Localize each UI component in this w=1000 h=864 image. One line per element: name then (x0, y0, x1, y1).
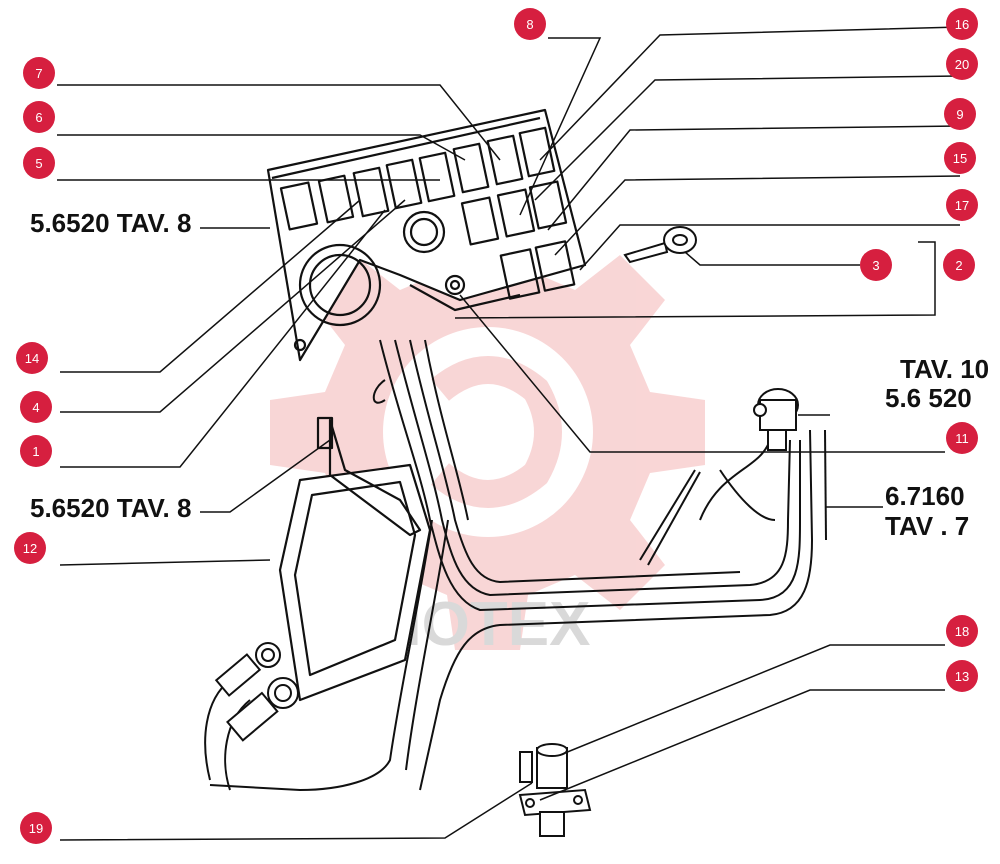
control-unit (278, 416, 432, 702)
reference-right-mid-2: TAV . 7 (885, 511, 969, 541)
callout-9-label: 9 (956, 107, 963, 122)
callout-1-label: 1 (32, 444, 39, 459)
callout-19-label: 19 (29, 821, 43, 836)
wiring-harness (204, 339, 827, 792)
callout-4-label: 4 (32, 400, 39, 415)
callout-3[interactable]: 3 (860, 249, 892, 281)
callout-12-label: 12 (23, 541, 37, 556)
callout-17-label: 17 (955, 198, 969, 213)
reference-top-left: 5.6520 TAV. 8 (30, 208, 191, 238)
callout-14-label: 14 (25, 351, 39, 366)
callout-20-label: 20 (955, 57, 969, 72)
callout-4[interactable]: 4 (20, 391, 52, 423)
callout-16[interactable]: 16 (946, 8, 978, 40)
callout-2-label: 2 (955, 258, 962, 273)
sensor-fitting (518, 743, 592, 837)
callout-18[interactable]: 18 (946, 615, 978, 647)
callout-7-label: 7 (35, 66, 42, 81)
callout-8-label: 8 (526, 17, 533, 32)
ignition-key (623, 226, 697, 264)
callout-7[interactable]: 7 (23, 57, 55, 89)
callout-2[interactable]: 2 (943, 249, 975, 281)
callout-8[interactable]: 8 (514, 8, 546, 40)
callout-19[interactable]: 19 (20, 812, 52, 844)
callout-18-label: 18 (955, 624, 969, 639)
watermark-arc (431, 356, 562, 508)
callout-5[interactable]: 5 (23, 147, 55, 179)
instrument-panel (266, 108, 587, 362)
callout-3-label: 3 (872, 258, 879, 273)
callout-13-label: 13 (955, 669, 969, 684)
callout-1[interactable]: 1 (20, 435, 52, 467)
callout-16-label: 16 (955, 17, 969, 32)
callout-5-label: 5 (35, 156, 42, 171)
callout-15[interactable]: 15 (944, 142, 976, 174)
callout-15-label: 15 (953, 151, 967, 166)
reference-right-top-1: TAV. 10 (900, 354, 989, 384)
callout-12[interactable]: 12 (14, 532, 46, 564)
callout-13[interactable]: 13 (946, 660, 978, 692)
callout-11[interactable]: 11 (946, 422, 978, 454)
reference-right-mid-1: 6.7160 (885, 481, 965, 511)
callout-17[interactable]: 17 (946, 189, 978, 221)
callout-11-label: 11 (955, 431, 969, 446)
callout-14[interactable]: 14 (16, 342, 48, 374)
reference-right-top-2: 5.6 520 (885, 383, 972, 413)
reference-mid-left: 5.6520 TAV. 8 (30, 493, 191, 523)
connectors (214, 642, 299, 742)
callout-20[interactable]: 20 (946, 48, 978, 80)
leader-lines (57, 26, 961, 841)
solenoid-valve (753, 388, 799, 451)
callout-9[interactable]: 9 (944, 98, 976, 130)
callout-6[interactable]: 6 (23, 101, 55, 133)
callout-6-label: 6 (35, 110, 42, 125)
